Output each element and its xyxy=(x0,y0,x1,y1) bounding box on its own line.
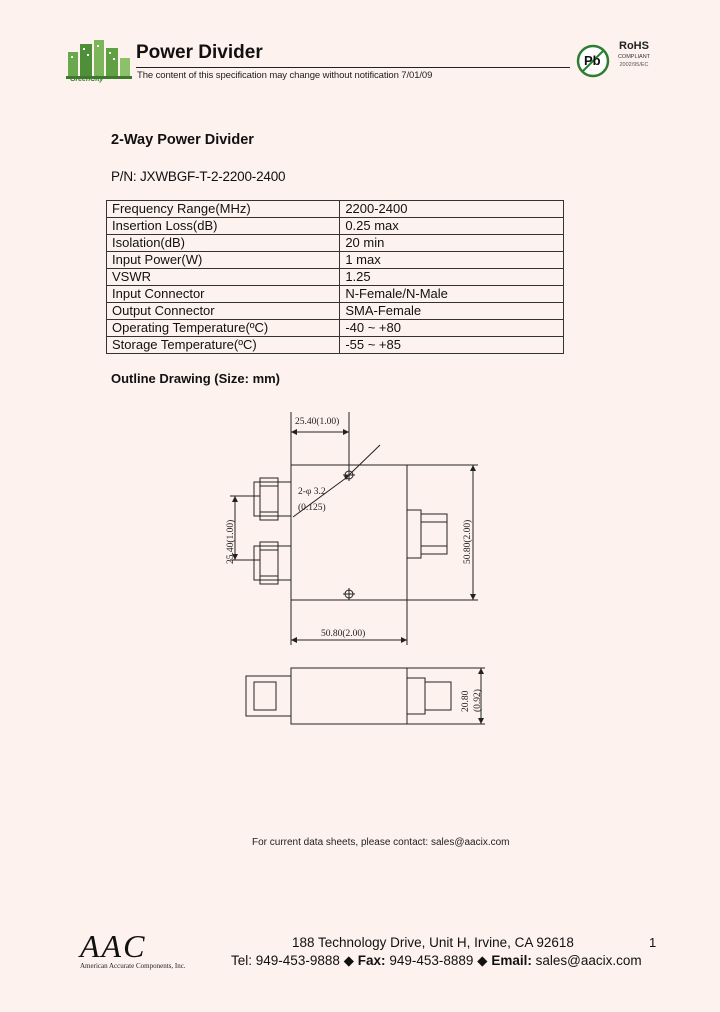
dim-side-label: 20.80 xyxy=(461,690,471,712)
spec-table: Frequency Range(MHz)2200-2400 Insertion … xyxy=(105,200,564,354)
company-name: American Accurate Components, Inc. xyxy=(80,962,186,970)
logo-text: GreenCity xyxy=(70,76,104,83)
spec-value: 20 min xyxy=(339,234,564,252)
aac-logo: AAC xyxy=(80,928,190,976)
email-value[interactable]: sales@aacix.com xyxy=(535,953,642,968)
spec-label: Insertion Loss(dB) xyxy=(105,217,341,235)
tel-value: 949-453-9888 xyxy=(255,953,340,968)
rohs-badge: RoHS COMPLIANT 2002/95/EC xyxy=(611,40,657,72)
table-row: Storage Temperature(ºC)-55 ~ +85 xyxy=(105,336,564,354)
aac-logo-text: AAC xyxy=(80,928,147,964)
part-number: P/N: JXWBGF-T-2-2200-2400 xyxy=(111,169,286,184)
fax-label: Fax: xyxy=(357,953,386,968)
spec-label: Input Connector xyxy=(105,285,341,303)
tel-label: Tel: xyxy=(231,953,253,968)
pb-label: Pb xyxy=(584,53,601,68)
contact-numbers: Tel: 949-453-9888 ◆ Fax: 949-453-8889 ◆ … xyxy=(231,953,642,969)
rohs-title: RoHS xyxy=(619,40,649,52)
rohs-subtitle: COMPLIANT xyxy=(617,54,651,60)
divider-body-side-view xyxy=(290,667,408,725)
hole-label-inch: (0.125) xyxy=(298,502,326,513)
header-divider xyxy=(136,67,570,68)
lead-free-badge: Pb xyxy=(576,44,610,78)
dim-side-inch-label: (0.92) xyxy=(472,689,483,712)
page-number: 1 xyxy=(649,935,657,950)
spec-label: Storage Temperature(ºC) xyxy=(105,336,341,354)
table-row: Insertion Loss(dB)0.25 max xyxy=(105,217,564,235)
outline-drawing: 25.40(1.00) 2-φ 3.2 (0.125) 50.80(2.00) … xyxy=(200,400,520,740)
spec-value: SMA-Female xyxy=(339,302,564,320)
spec-value: 1 max xyxy=(339,251,564,269)
dim-right-label: 50.80(2.00) xyxy=(462,520,473,564)
spec-value: 1.25 xyxy=(339,268,564,286)
address: 188 Technology Drive, Unit H, Irvine, CA… xyxy=(292,935,574,950)
page-title: Power Divider xyxy=(136,42,263,63)
spec-value: -40 ~ +80 xyxy=(339,319,564,337)
rohs-date: 2002/95/EC xyxy=(619,62,649,68)
table-row: Operating Temperature(ºC)-40 ~ +80 xyxy=(105,319,564,337)
dim-top-label: 25.40(1.00) xyxy=(295,416,339,427)
table-row: Input Power(W)1 max xyxy=(105,251,564,269)
dim-left-label: 25.40(1.00) xyxy=(225,520,236,564)
hole-label: 2-φ 3.2 xyxy=(298,487,326,497)
dim-bottom-label: 50.80(2.00) xyxy=(321,628,365,639)
spec-label: Isolation(dB) xyxy=(105,234,341,252)
spec-label: Operating Temperature(ºC) xyxy=(105,319,341,337)
email-label: Email: xyxy=(491,953,532,968)
spec-value: N-Female/N-Male xyxy=(339,285,564,303)
table-row: Frequency Range(MHz)2200-2400 xyxy=(105,200,564,218)
contact-line: For current data sheets, please contact:… xyxy=(252,837,510,848)
spec-label: Output Connector xyxy=(105,302,341,320)
change-notice: The content of this specification may ch… xyxy=(137,70,433,81)
divider-body-top-view xyxy=(290,464,408,601)
mounting-hole-icon xyxy=(343,588,355,600)
spec-label: Input Power(W) xyxy=(105,251,341,269)
document-heading: 2-Way Power Divider xyxy=(111,132,254,148)
bullet-icon: ◆ xyxy=(343,953,355,968)
greencity-logo: GreenCity xyxy=(66,36,136,92)
spec-value: 0.25 max xyxy=(339,217,564,235)
spec-value: -55 ~ +85 xyxy=(339,336,564,354)
spec-label: Frequency Range(MHz) xyxy=(105,200,341,218)
bullet-icon: ◆ xyxy=(477,953,488,968)
table-row: Isolation(dB)20 min xyxy=(105,234,564,252)
outline-title: Outline Drawing (Size: mm) xyxy=(111,371,281,386)
spec-value: 2200-2400 xyxy=(339,200,564,218)
fax-value: 949-453-8889 xyxy=(389,953,474,968)
spec-label: VSWR xyxy=(105,268,341,286)
